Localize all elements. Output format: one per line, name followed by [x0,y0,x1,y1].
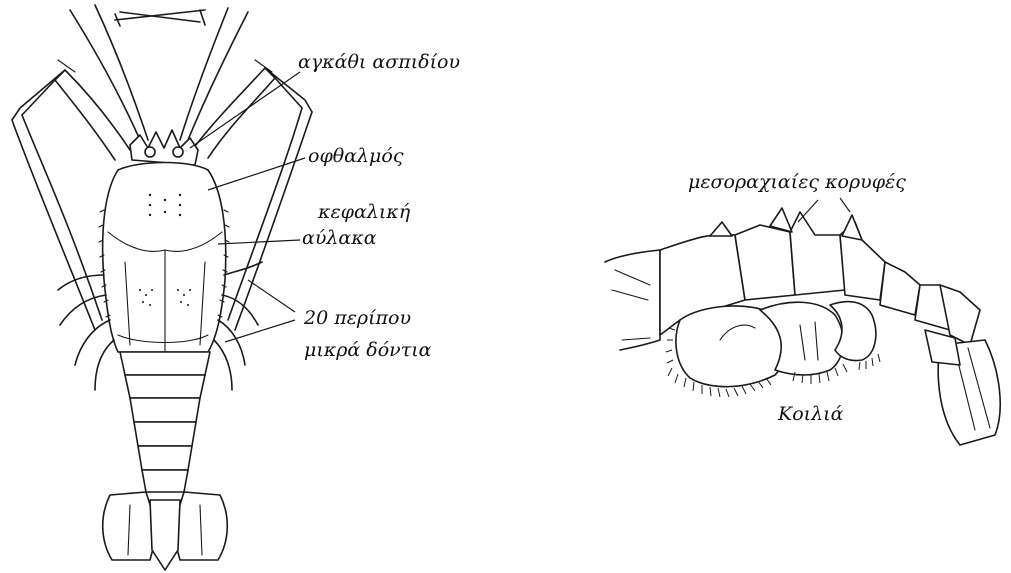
label-shield-ridge: αγκάθι ασπιδίου [298,51,460,73]
dorsal-view-drawing [12,5,312,570]
label-cephalic-groove-2: αύλακα [302,227,377,249]
label-eye: οφθαλμός [308,145,404,167]
lateral-leaders [798,198,850,222]
label-abdomen: Κοιλιά [777,403,844,425]
label-small-teeth-1: 20 περίπου [303,307,411,329]
label-dorsal-crests: μεσοραχιαίες κορυφές [688,171,906,193]
label-cephalic-groove-1: κεφαλική [317,201,411,223]
label-small-teeth-2: μικρά δόντια [304,339,432,361]
